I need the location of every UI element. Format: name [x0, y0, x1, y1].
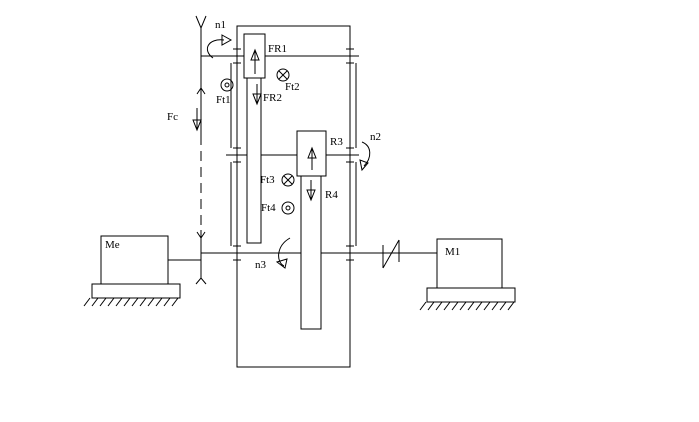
label-ft2: Ft2 [285, 81, 300, 93]
coupling-symbol [382, 239, 400, 269]
arrow-fr2 [252, 84, 262, 106]
load-line [195, 15, 207, 285]
arrow-fr1 [250, 48, 260, 74]
label-ft3: Ft3 [260, 174, 275, 186]
label-fc: Fc [167, 111, 178, 123]
ft4-dot-symbol [281, 201, 295, 215]
label-n3: n3 [255, 259, 267, 271]
label-r4: R4 [325, 189, 338, 201]
label-r3: R3 [330, 136, 343, 148]
ground-hatch-me [83, 297, 179, 307]
label-fr2: FR2 [263, 92, 282, 104]
bearings [233, 48, 354, 261]
arrow-r3 [307, 146, 317, 170]
label-n2: n2 [370, 131, 381, 143]
motor-me [83, 235, 181, 307]
gear-fr2-shaft [246, 77, 262, 244]
gearbox-housing [236, 25, 351, 368]
ft3-cross-symbol [281, 173, 295, 187]
ground-hatch-m1 [419, 301, 515, 311]
label-n1: n1 [215, 19, 226, 31]
rotation-n3-arrow [275, 237, 291, 269]
label-me: Me [105, 239, 120, 251]
ft1-dot-symbol [220, 78, 234, 92]
force-fc-arrow [192, 108, 202, 132]
label-ft4: Ft4 [261, 202, 276, 214]
arrow-r4 [306, 180, 316, 202]
label-ft1: Ft1 [216, 94, 231, 106]
rotation-n2-arrow [359, 141, 371, 172]
rotation-n1-arrow [206, 34, 233, 59]
label-fr1: FR1 [268, 43, 287, 55]
motor-m1 [419, 238, 516, 311]
ft2-cross-symbol [276, 68, 290, 82]
label-m1: M1 [445, 246, 460, 258]
